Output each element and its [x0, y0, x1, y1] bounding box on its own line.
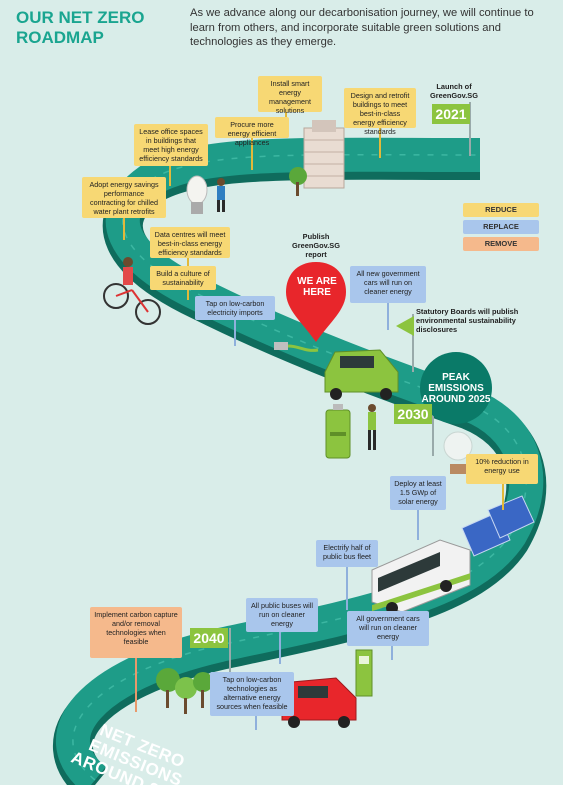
note-solar: Deploy at least 1.5 GWp of solar energy	[390, 476, 446, 510]
note-govt-cars-all: All government cars will run on cleaner …	[347, 611, 429, 646]
note-low-carbon-tech: Tap on low-carbon technologies as altern…	[210, 672, 294, 716]
note-carbon-capture: Implement carbon capture and/or removal …	[90, 607, 182, 658]
note-bus-fleet: Electrify half of public bus fleet	[316, 540, 378, 567]
note-data-centres: Data centres will meet best-in-class ene…	[150, 227, 230, 258]
location-pin-icon	[286, 262, 346, 342]
green-car-icon	[324, 349, 399, 400]
statutory-label: Statutory Boards will publish environmen…	[416, 307, 519, 334]
trees-icon	[156, 668, 213, 714]
flag-2040: 2040	[190, 628, 228, 648]
person-icon	[368, 404, 376, 450]
peak-emissions-badge: PEAK EMISSIONS AROUND 2025	[420, 352, 492, 424]
note-public-buses: All public buses will run on cleaner ene…	[246, 598, 318, 632]
legend-reduce: REDUCE	[463, 203, 539, 217]
bus-icon	[371, 539, 471, 614]
red-car-icon	[281, 677, 357, 728]
note-lease: Lease office spaces in buildings that me…	[134, 124, 208, 166]
legend-replace: REPLACE	[463, 220, 539, 234]
note-procure: Procure more energy efficient appliances	[215, 117, 289, 147]
legend-remove: REMOVE	[463, 237, 539, 251]
note-energy-reduction: 10% reduction in energy use	[466, 454, 538, 484]
note-low-carbon-imports: Tap on low-carbon electricity imports	[195, 296, 275, 320]
note-smart-energy: Install smart energy management solution…	[258, 76, 322, 115]
note-culture: Build a culture of sustainability	[150, 266, 216, 290]
light-bulb-icon	[186, 175, 208, 214]
note-design-retrofit: Design and retrofit buildings to meet be…	[344, 88, 416, 136]
battery-icon	[325, 404, 351, 459]
plug-icon	[274, 342, 319, 352]
person-icon	[217, 178, 225, 212]
intro-text: As we advance along our decarbonisation …	[190, 7, 534, 48]
note-epc: Adopt energy savings performance contrac…	[82, 177, 166, 218]
bicycle-icon	[103, 257, 161, 325]
flag-2021: 2021	[432, 104, 470, 124]
plant-bulb-icon	[443, 431, 473, 474]
we-are-here-label: WE ARE HERE	[297, 276, 337, 298]
solar-panel-icon	[461, 495, 535, 557]
tree-icon	[289, 167, 307, 196]
publish-label: Publish GreenGov.SG report	[292, 232, 340, 259]
flag-2030: 2030	[394, 404, 432, 424]
launch-label: Launch of GreenGov.SG	[430, 82, 478, 100]
building-icon	[303, 120, 345, 189]
note-govt-cars-cleaner-energy: All new government cars will run on clea…	[350, 266, 426, 303]
page-title: OUR NET ZERO ROADMAP	[16, 8, 145, 47]
ev-charger-icon	[355, 649, 373, 697]
